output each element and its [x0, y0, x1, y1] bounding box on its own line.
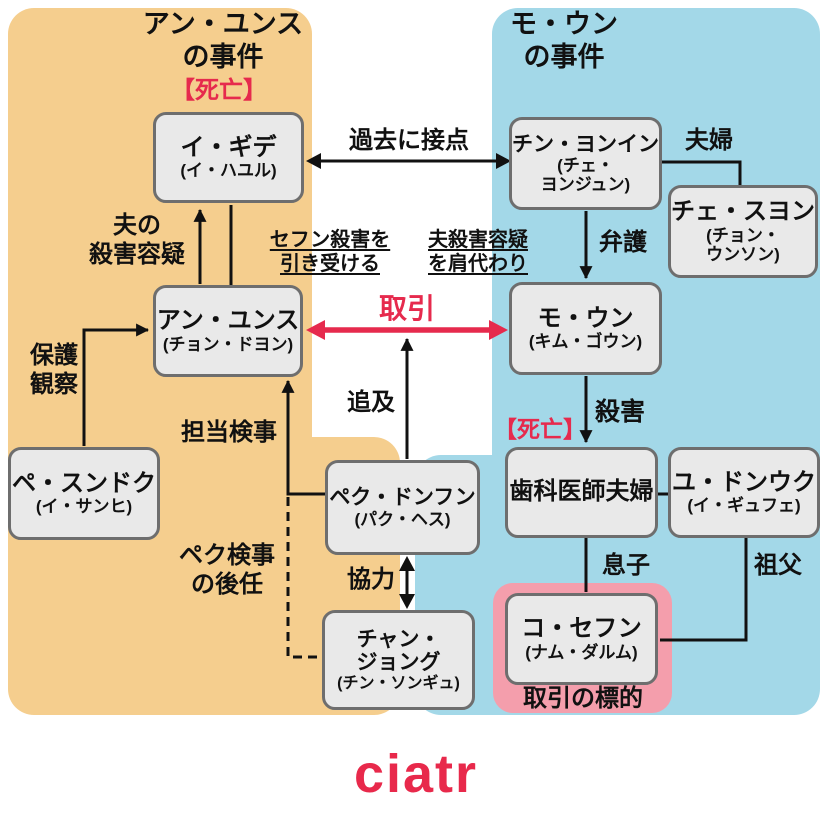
- married-connector: [662, 160, 742, 186]
- cover-up-line2: を肩代わり: [428, 253, 528, 276]
- death-label-igide: 【死亡】: [171, 77, 267, 104]
- right-case-title-line2: の事件: [523, 41, 605, 72]
- person-name: コ・セフン: [521, 615, 642, 643]
- probation-line2: 観察: [30, 371, 78, 399]
- person-name: チェ・スヨン: [671, 198, 815, 226]
- cooperation-arrowhead-bottom: [399, 594, 415, 609]
- defense-label: 弁護: [599, 229, 647, 256]
- left-case-title: アン・ユンス の事件: [143, 8, 303, 74]
- past-contact-arrowhead-right: [496, 153, 511, 169]
- person-box-baek-donghun: ペク・ドンフン (パク・ヘス): [325, 460, 480, 555]
- death-label-dentist: 【死亡】: [494, 416, 586, 442]
- actor-name: (イ・サンヒ): [35, 497, 133, 517]
- ciatr-logo: ciatr: [353, 744, 479, 804]
- person-name: アン・ユンス: [156, 307, 300, 335]
- left-case-title-line1: アン・ユンス: [142, 9, 304, 39]
- actor-name-line2: ヨンジュン): [540, 175, 631, 195]
- deal-target-label: 取引の標的: [523, 685, 643, 712]
- person-box-ko-sehun: コ・セフン (ナム・ダルム): [505, 593, 658, 685]
- deal-label: 取引: [378, 293, 436, 324]
- left-case-title-line2: の事件: [182, 41, 264, 72]
- person-box-an-yunsu: アン・ユンス (チョン・ドヨン): [153, 285, 303, 377]
- prosecutor-in-charge-label: 担当検事: [181, 419, 277, 446]
- husband-murder-suspect-line1: 夫の: [113, 212, 161, 239]
- son-label: 息子: [602, 552, 650, 579]
- grandfather-connector: [660, 538, 748, 642]
- successor-line1: ペク検事: [179, 542, 275, 569]
- past-contact-label: 過去に接点: [349, 127, 469, 154]
- actor-name-line1: (チェ・: [557, 156, 614, 176]
- person-box-jang-jonggu: チャン・ ジョング (チン・ソンギュ): [322, 610, 475, 710]
- person-box-choi-suyeon: チェ・スヨン (チョン・ ウンソン): [668, 185, 818, 278]
- prosecutor-arrow: [281, 379, 325, 496]
- grandfather-label: 祖父: [754, 552, 802, 579]
- person-name: イ・ギデ: [180, 133, 277, 161]
- actor-name: (チン・ソンギュ): [337, 674, 460, 692]
- person-box-dentist-couple: 歯科医師夫婦: [505, 447, 658, 538]
- actor-name-line2: ウンソン): [706, 244, 780, 264]
- sehun-murder-accept-line1: セフン殺害を: [269, 229, 391, 251]
- probation-line1: 保護: [30, 342, 78, 369]
- person-name: 歯科医師夫婦: [509, 478, 654, 506]
- right-case-title: モ・ウン の事件: [510, 8, 618, 74]
- person-name-line1: チャン・: [356, 627, 441, 651]
- murder-label: 殺害: [594, 398, 646, 426]
- married-label: 夫婦: [685, 127, 733, 154]
- person-name-line2: ジョング: [356, 651, 441, 675]
- person-name: ユ・ドンウク: [672, 468, 816, 496]
- person-box-bae-sundok: ペ・スンドク (イ・サンヒ): [8, 447, 160, 540]
- person-box-yu-dongwuk: ユ・ドンウク (イ・ギュフェ): [668, 447, 820, 538]
- person-box-mo-eun: モ・ウン (キム・ゴウン): [509, 282, 662, 375]
- successor-label: ペク検事 の後任: [179, 541, 275, 600]
- successor-dashed-line: [286, 497, 320, 659]
- cover-up-label: 夫殺害容疑 を肩代わり: [428, 228, 528, 277]
- cooperation-label: 協力: [347, 566, 395, 593]
- pursuit-label: 追及: [347, 389, 395, 416]
- actor-name: (イ・ハユル): [180, 161, 277, 181]
- actor-name: (チョン・ドヨン): [162, 334, 294, 354]
- person-box-jin-yeongin: チン・ヨンイン (チェ・ ヨンジュン): [509, 117, 662, 210]
- person-box-i-gide: イ・ギデ (イ・ハユル): [153, 112, 304, 203]
- husband-murder-suspect-label: 夫の 殺害容疑: [89, 211, 185, 270]
- probation-label: 保護 観察: [30, 341, 78, 400]
- person-name: モ・ウン: [537, 304, 634, 332]
- sehun-murder-accept-label: セフン殺害を 引き受ける: [270, 228, 390, 277]
- probation-arrow: [82, 323, 150, 446]
- actor-name: (キム・ゴウン): [528, 332, 643, 352]
- successor-line2: の後任: [191, 571, 263, 599]
- sehun-murder-accept-line2: 引き受ける: [280, 253, 380, 276]
- past-contact-arrowhead-left: [306, 153, 321, 169]
- actor-name: (ナム・ダルム): [525, 642, 638, 662]
- actor-name-line1: (チョン・: [706, 225, 780, 245]
- person-name: ペ・スンドク: [12, 469, 156, 497]
- person-name: チン・ヨンイン: [512, 132, 659, 156]
- person-name: ペク・ドンフン: [329, 486, 476, 510]
- cooperation-arrowhead-top: [399, 556, 415, 571]
- deal-arrowhead-right: [489, 320, 508, 340]
- husband-murder-suspect-line2: 殺害容疑: [89, 241, 185, 269]
- cover-up-line1: 夫殺害容疑: [428, 229, 528, 251]
- actor-name: (イ・ギュフェ): [687, 496, 801, 516]
- actor-name: (パク・ヘス): [354, 509, 451, 529]
- deal-arrowhead-left: [306, 320, 325, 340]
- right-case-title-line1: モ・ウン: [510, 9, 618, 39]
